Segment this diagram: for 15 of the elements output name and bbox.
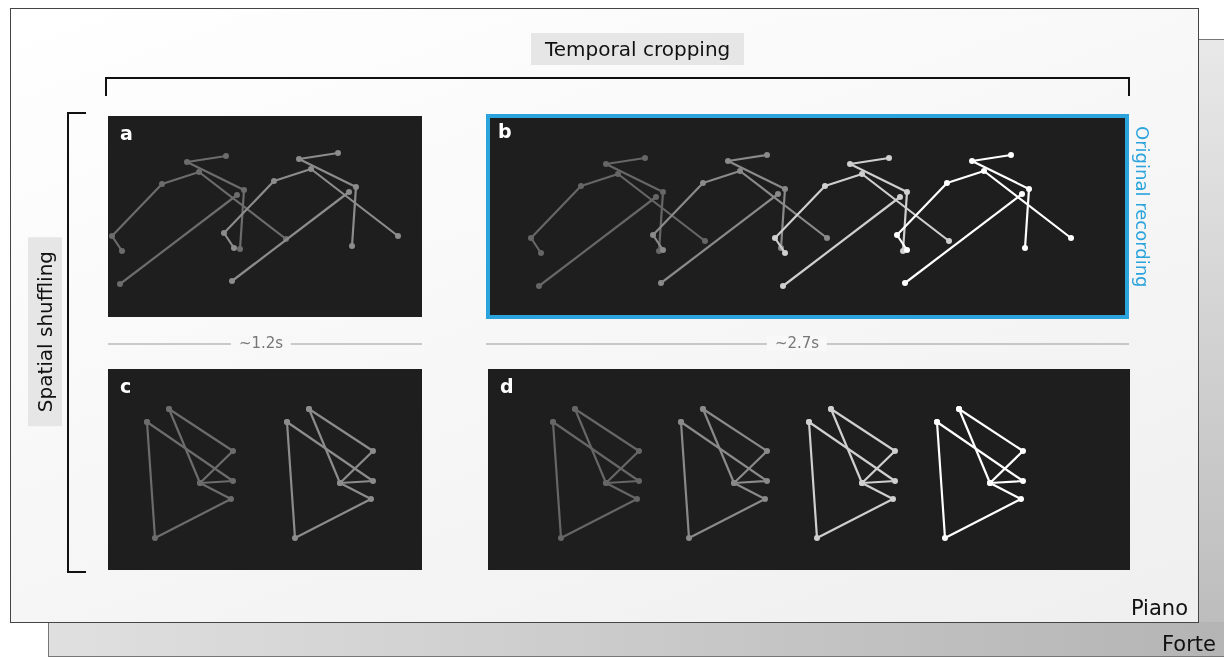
card-label: Piano: [1130, 596, 1188, 620]
duration-label: ~2.7s: [766, 336, 828, 351]
axis-label: Spatial shuffling: [28, 237, 62, 427]
panel-letter: b: [498, 122, 512, 141]
motion-panel: [108, 369, 422, 570]
motion-panel: [108, 116, 422, 317]
panel-letter: c: [120, 377, 132, 396]
duration-label: ~1.2s: [230, 336, 292, 351]
panel-letter: a: [120, 124, 133, 143]
axis-label: Temporal cropping: [531, 33, 745, 65]
front-card: [10, 8, 1199, 623]
motion-panel: [488, 369, 1130, 570]
card-label: Forte: [1162, 632, 1216, 656]
panel-letter: d: [500, 377, 514, 396]
panel-caption: Original recording: [1133, 126, 1151, 288]
